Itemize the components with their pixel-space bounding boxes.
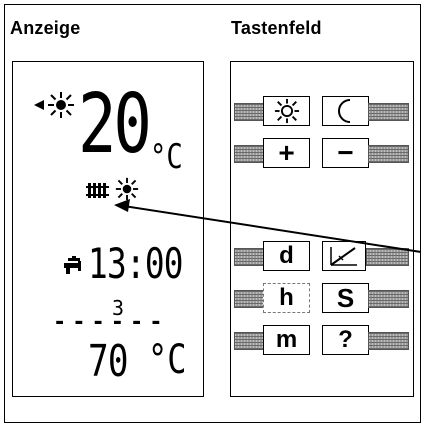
tap-icon: [64, 256, 81, 274]
sun-icon: [274, 98, 299, 124]
day-key[interactable]: d: [263, 241, 310, 271]
key-shading: [368, 103, 409, 121]
water-temperature: 70: [88, 336, 129, 387]
outer-frame: [4, 4, 421, 423]
key-shading: [366, 248, 409, 266]
radiator-icon: [86, 183, 109, 198]
keypad-title: Tastenfeld: [231, 18, 322, 38]
moon-key[interactable]: [322, 96, 369, 126]
program-number: 3: [112, 296, 125, 320]
sun-key[interactable]: [263, 96, 310, 126]
room-temperature: 20: [78, 77, 152, 172]
minus-key[interactable]: −: [322, 137, 369, 168]
key-shading: [368, 290, 409, 308]
program-dashes: ------: [53, 310, 169, 335]
key-shading: [234, 103, 264, 121]
plus-key[interactable]: +: [263, 137, 310, 168]
water-temperature-unit: °C: [148, 337, 187, 383]
keypad-panel: [230, 61, 414, 397]
heating-curve-key[interactable]: [322, 241, 366, 271]
clock-time: 13:00: [88, 239, 184, 288]
hour-key[interactable]: h: [263, 283, 310, 313]
temperature-unit: °C: [150, 137, 183, 177]
display-title: Anzeige: [10, 18, 81, 38]
triangle-icon: [34, 100, 44, 110]
moon-icon: [337, 99, 350, 123]
save-key[interactable]: S: [322, 283, 369, 313]
sun-icon: [48, 92, 74, 118]
curve-icon: [330, 247, 357, 266]
key-shading: [234, 332, 264, 350]
key-shading: [368, 145, 409, 163]
key-shading: [234, 145, 264, 163]
sun-icon: [115, 177, 139, 201]
display-panel: [12, 61, 204, 397]
key-shading: [368, 332, 409, 350]
minute-key[interactable]: m: [263, 325, 310, 355]
